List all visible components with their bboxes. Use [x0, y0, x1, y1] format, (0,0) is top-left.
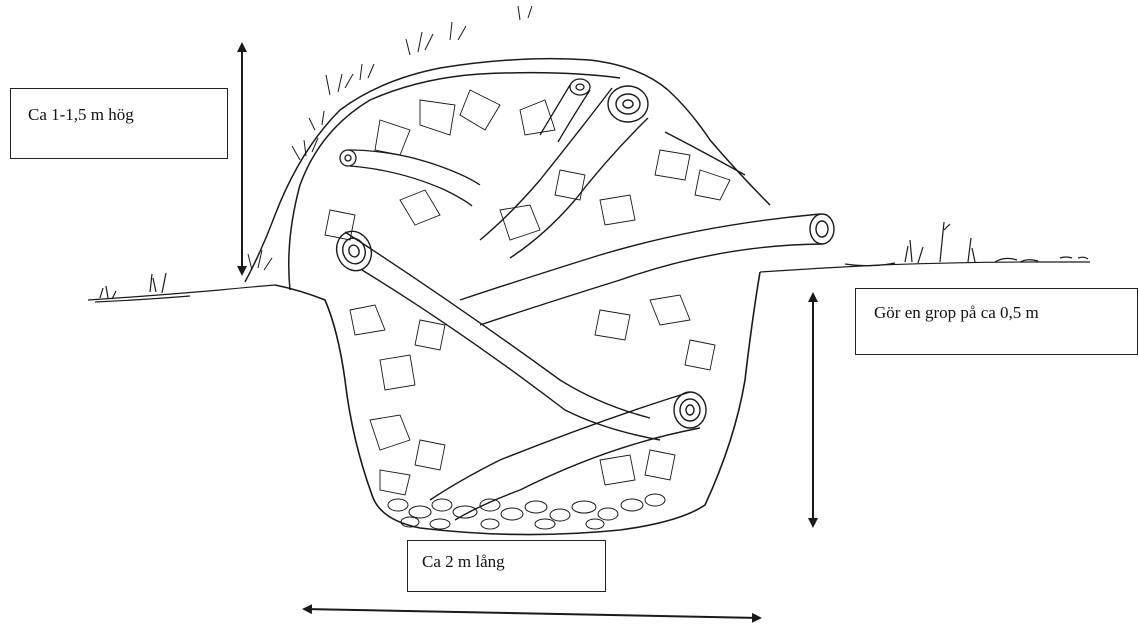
mound-outline: [245, 59, 770, 290]
log-large-diagonal: [331, 226, 660, 440]
length-arrow: [304, 609, 760, 618]
log-top-right: [480, 86, 648, 258]
log-top-small: [540, 79, 590, 142]
log-long-right: [460, 214, 834, 325]
depth-label: Gör en grop på ca 0,5 m: [874, 303, 1039, 323]
length-label: Ca 2 m lång: [422, 552, 505, 572]
depth-label-box: Gör en grop på ca 0,5 m: [855, 288, 1138, 355]
stone-layer: [388, 494, 665, 529]
height-label: Ca 1-1,5 m hög: [28, 105, 134, 125]
log-left-small: [340, 150, 480, 206]
height-label-box: Ca 1-1,5 m hög: [10, 88, 228, 159]
length-label-box: Ca 2 m lång: [407, 540, 606, 592]
pit-outline: [275, 272, 760, 535]
